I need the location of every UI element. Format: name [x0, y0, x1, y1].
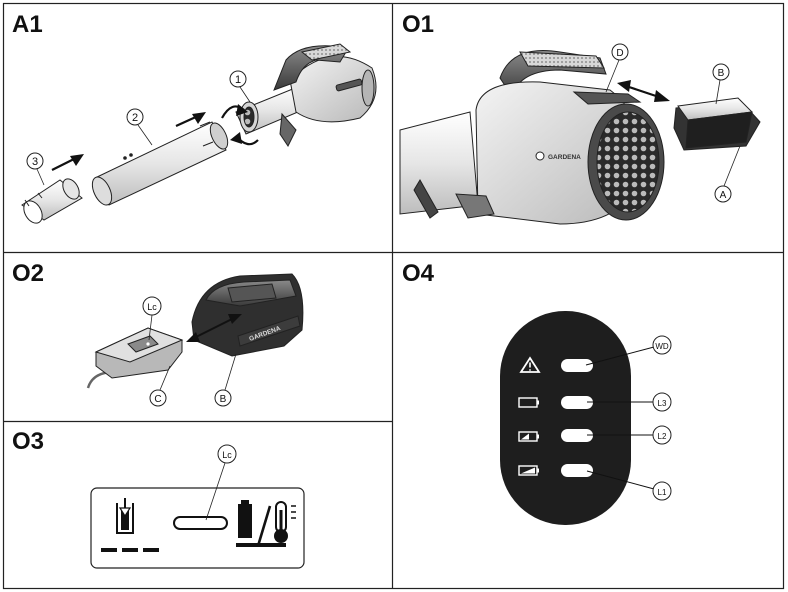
svg-text:L2: L2: [658, 432, 667, 441]
warning-icon: [519, 356, 541, 373]
led-panel-housing: [500, 311, 631, 525]
callout-3: 3: [26, 152, 45, 186]
callout-a: A: [714, 145, 741, 203]
charging-plug-icon: [116, 498, 134, 534]
svg-text:WD: WD: [655, 342, 669, 351]
callout-lc: Lc: [205, 444, 237, 521]
blower-body: [235, 43, 377, 147]
battery-half-icon: [518, 431, 539, 442]
callout-l3: L3: [587, 392, 672, 412]
callout-1: 1: [229, 70, 251, 103]
figure-o2-charger: GARDENA Lc C B: [86, 273, 304, 407]
callout-l1: L1: [586, 470, 672, 501]
figure-o3-charge-indicator: Lc: [90, 444, 305, 569]
insert-arrow: [186, 314, 242, 342]
callout-b: B: [214, 353, 237, 407]
svg-text:GARDENA: GARDENA: [548, 154, 581, 161]
figure-a1-tube-assembly: 1 2 3: [21, 43, 377, 224]
svg-text:3: 3: [32, 156, 38, 168]
svg-text:2: 2: [132, 112, 138, 124]
insert-arrow: [617, 80, 670, 102]
charger-battery: GARDENA: [191, 273, 304, 357]
led-l1: [561, 464, 593, 477]
lc-led-indicator: [173, 516, 228, 530]
led-warning: [561, 359, 593, 372]
callout-l2: L2: [587, 425, 672, 445]
svg-text:Lc: Lc: [222, 450, 232, 460]
battery-pack: [673, 97, 761, 151]
svg-text:B: B: [220, 394, 227, 405]
panel-label-o2: O2: [12, 260, 45, 287]
tube-part: [91, 121, 229, 206]
blower-closeup: GARDENA: [399, 50, 665, 225]
panel-label-a1: A1: [12, 11, 43, 38]
battery-empty-icon: [518, 397, 539, 408]
panel-label-o3: O3: [12, 428, 45, 455]
callout-2: 2: [126, 108, 153, 146]
callout-lc: Lc: [142, 296, 162, 341]
battery-low-icon: [518, 465, 539, 476]
battery-temperature-icon: [236, 500, 296, 547]
assembly-arrows: [51, 104, 259, 171]
callout-c: C: [149, 365, 171, 407]
svg-text:L1: L1: [658, 488, 667, 497]
callout-wd: WD: [585, 335, 672, 366]
led-l3: [561, 396, 593, 409]
svg-text:D: D: [616, 48, 623, 59]
callout-d: D: [605, 43, 629, 93]
svg-text:A: A: [720, 190, 727, 201]
callout-b: B: [712, 63, 730, 105]
svg-text:Lc: Lc: [147, 302, 157, 312]
led-l2: [561, 429, 593, 442]
panel-label-o4: O4: [402, 260, 435, 287]
svg-text:1: 1: [235, 74, 241, 86]
figure-o1-battery-insert: GARDENA D B A: [399, 43, 761, 225]
svg-text:B: B: [718, 68, 725, 79]
dash-indicators: [101, 548, 159, 552]
nozzle-part: [21, 178, 83, 224]
svg-text:C: C: [154, 394, 161, 405]
charger-cradle: [86, 327, 184, 389]
panel-label-o1: O1: [402, 11, 435, 38]
figure-o4-led-panel: WD L3 L2 L1: [500, 311, 672, 525]
svg-text:L3: L3: [658, 399, 667, 408]
